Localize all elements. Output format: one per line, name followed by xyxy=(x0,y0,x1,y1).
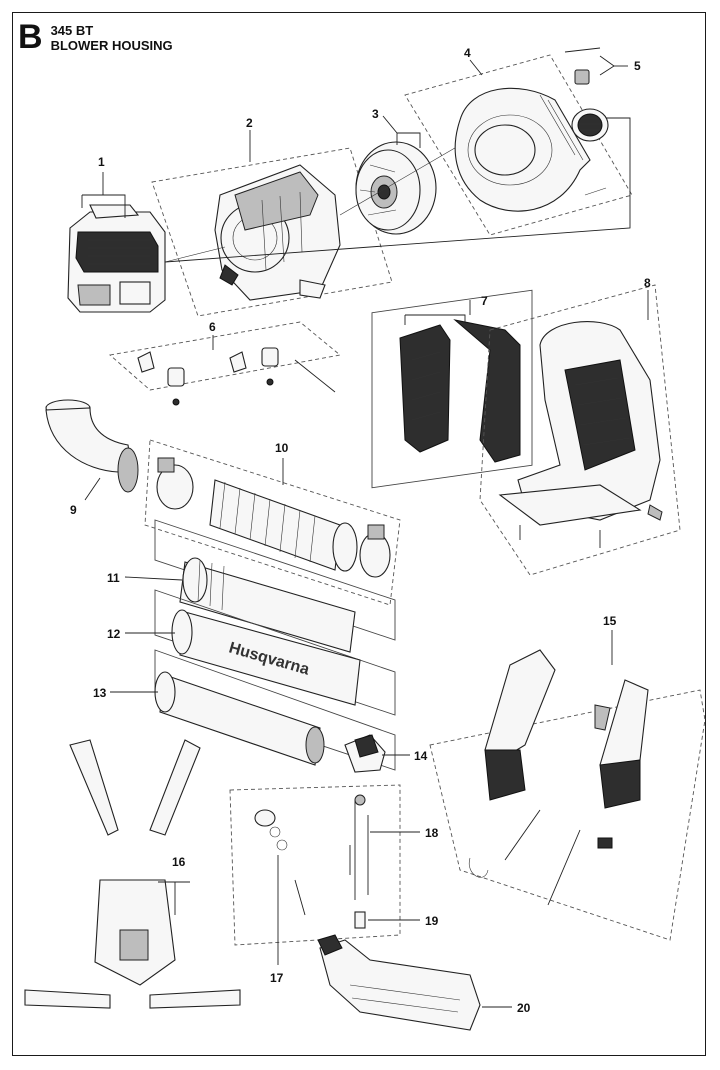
part-6-mount-dampers[interactable] xyxy=(137,347,336,406)
callout-6: 6 xyxy=(209,320,216,334)
callout-12: 12 xyxy=(107,627,121,641)
callout-15: 15 xyxy=(603,614,617,628)
part-11-blower-tube[interactable] xyxy=(179,557,356,653)
part-7-back-pad[interactable] xyxy=(399,319,521,463)
section-title: BLOWER HOUSING xyxy=(50,38,173,53)
callout-20: 20 xyxy=(517,1001,531,1015)
callout-3: 3 xyxy=(372,107,379,121)
callout-7: 7 xyxy=(481,294,488,308)
part-3-fan-impeller[interactable] xyxy=(355,141,437,235)
part-14-nozzle[interactable] xyxy=(344,734,386,773)
page-header: B 345 BT BLOWER HOUSING xyxy=(18,20,173,54)
part-10-flex-hose[interactable] xyxy=(156,457,391,578)
model-name: 345 BT xyxy=(50,23,94,38)
part-4-blower-outer-housing[interactable] xyxy=(454,87,591,212)
part-15-handle-assembly[interactable] xyxy=(468,649,649,906)
header-titles: 345 BT BLOWER HOUSING xyxy=(51,20,173,53)
callout-1: 1 xyxy=(98,155,105,169)
callout-5: 5 xyxy=(634,59,641,73)
part-17-fuel-filter-cap[interactable] xyxy=(254,809,306,916)
part-8-back-frame[interactable] xyxy=(498,321,663,548)
part-9-elbow-pipe[interactable] xyxy=(45,399,139,493)
callout-4: 4 xyxy=(464,46,471,60)
part-20-fuel-tank[interactable] xyxy=(317,934,481,1031)
callout-19: 19 xyxy=(425,914,439,928)
callout-14: 14 xyxy=(414,749,428,763)
callout-10: 10 xyxy=(275,441,289,455)
part-1-engine-cover[interactable] xyxy=(67,204,166,313)
part-19-fuel-filter[interactable] xyxy=(354,911,366,929)
callout-17: 17 xyxy=(270,971,284,985)
callout-8: 8 xyxy=(644,276,651,290)
part-5-grille-assembly[interactable] xyxy=(564,47,609,142)
callout-9: 9 xyxy=(70,503,77,517)
callout-16: 16 xyxy=(172,855,186,869)
diagram-frame xyxy=(12,12,706,1056)
callout-11: 11 xyxy=(107,571,120,585)
section-letter: B xyxy=(18,18,43,56)
part-16-harness[interactable] xyxy=(24,739,241,1009)
part-18-fuel-lines[interactable] xyxy=(349,794,369,900)
part-13-blower-tube-end[interactable] xyxy=(154,671,325,766)
callout-13: 13 xyxy=(93,686,107,700)
callout-18: 18 xyxy=(425,826,439,840)
part-2-fan-housing-half[interactable] xyxy=(214,164,341,301)
callout-2: 2 xyxy=(246,116,253,130)
part-12-blower-tube-branded[interactable]: Husqvarna xyxy=(171,609,361,706)
